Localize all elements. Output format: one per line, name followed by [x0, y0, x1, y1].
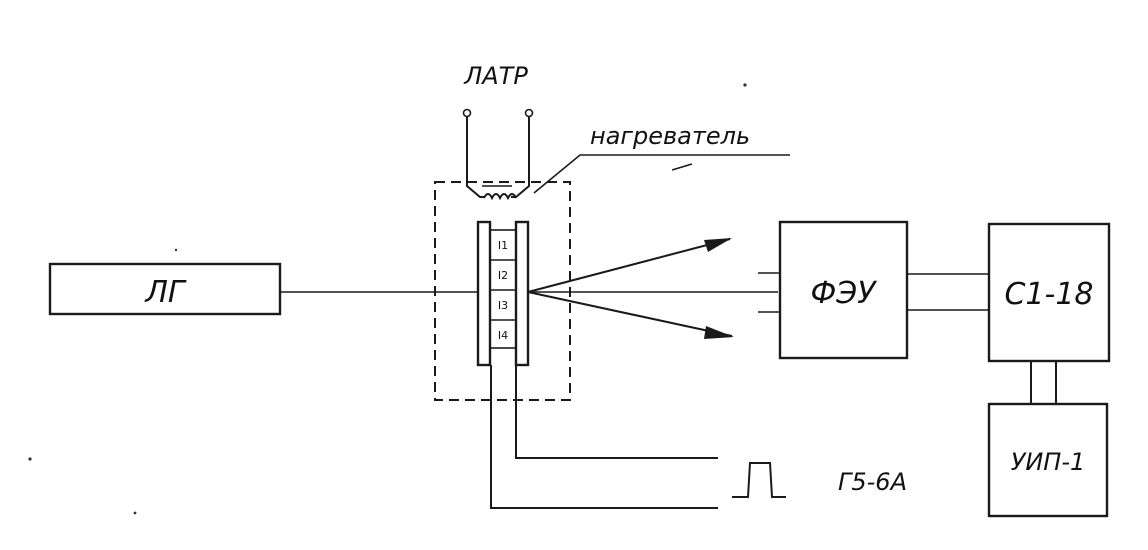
laser-label: ЛГ	[144, 275, 187, 310]
beam-upper	[527, 238, 731, 293]
sample-mark: I1	[498, 239, 508, 252]
plate-left	[476, 220, 492, 367]
generator-label: Г5-6А	[838, 468, 907, 496]
autotransformer-label: ЛАТР	[463, 62, 528, 90]
power-supply-label: УИП-1	[1011, 448, 1086, 476]
heater-coil-icon	[483, 193, 517, 201]
scan-speck	[133, 511, 137, 515]
heater-leader-line	[533, 154, 790, 194]
pmt-label: ФЭУ	[810, 276, 877, 311]
pmt-block: ФЭУ	[758, 220, 909, 360]
plate-right	[514, 220, 530, 367]
power-supply-block: УИП-1	[987, 402, 1109, 518]
beam-lower	[527, 291, 733, 337]
heater-label: нагреватель	[590, 122, 750, 150]
furnace-enclosure	[434, 181, 571, 401]
pulse-generator: Г5-6А	[732, 462, 907, 498]
oscilloscope-box	[987, 222, 1111, 363]
sample-holder: I1 I2 I3 I4	[476, 220, 530, 367]
generator-lead-lower	[490, 365, 718, 509]
autotransformer-lead-right	[511, 117, 530, 198]
generator-lead-upper	[515, 365, 718, 459]
sample-mark: I3	[498, 299, 508, 312]
scattered-beams	[527, 238, 778, 339]
arrow-down-icon	[704, 326, 734, 339]
arrow-up-icon	[704, 238, 732, 252]
laser-box	[48, 262, 282, 316]
heater-tick	[671, 163, 693, 171]
oscilloscope-block: С1-18	[987, 222, 1111, 363]
pulse-icon	[732, 462, 786, 498]
pmt-box	[778, 220, 909, 360]
scan-speck	[743, 83, 747, 87]
terminal-right	[524, 108, 534, 118]
scan-speck	[28, 457, 32, 461]
sample-mark: I2	[498, 269, 508, 282]
oscilloscope-label: С1-18	[1004, 277, 1093, 312]
sample-stack	[489, 229, 517, 349]
heater-callout: нагреватель	[533, 122, 790, 194]
autotransformer-lead-left	[466, 117, 485, 198]
laser-block: ЛГ	[48, 262, 282, 316]
scan-speck	[174, 248, 178, 252]
autotransformer: ЛАТР	[462, 62, 534, 201]
power-supply-box	[987, 402, 1109, 518]
terminal-left	[462, 108, 472, 118]
sample-mark: I4	[498, 329, 508, 342]
